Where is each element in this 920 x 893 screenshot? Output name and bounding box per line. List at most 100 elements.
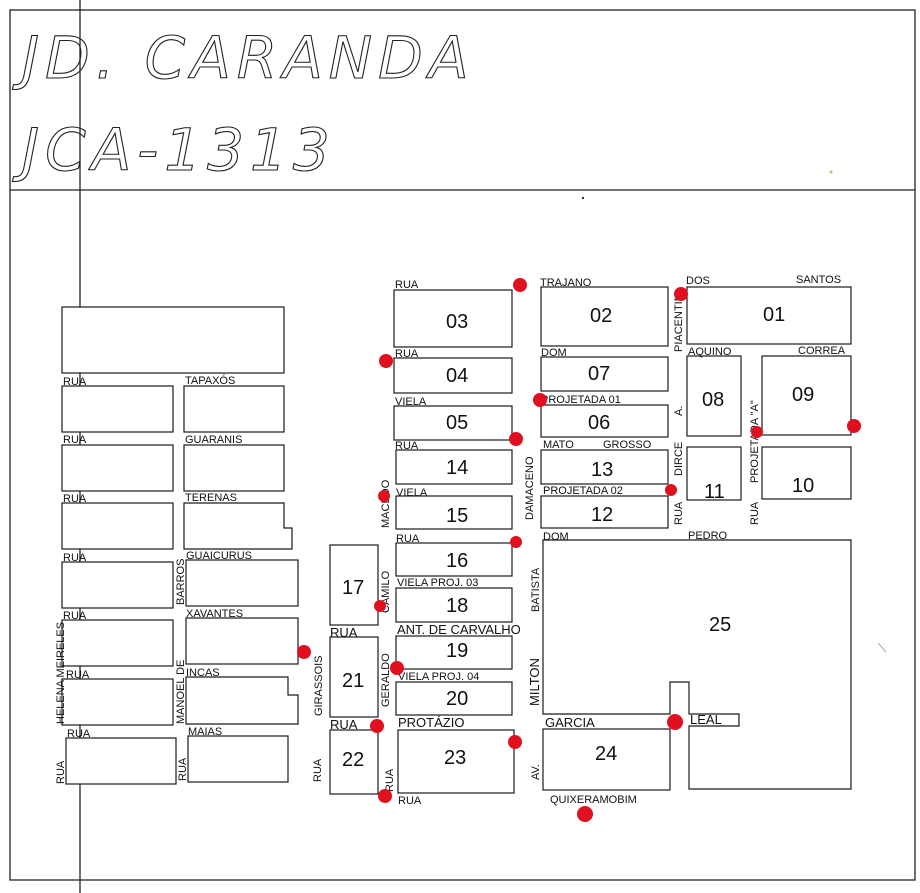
west-block: [61, 619, 174, 667]
street-label: PIACENTINI: [673, 290, 685, 352]
block-16[interactable]: [395, 542, 513, 577]
block-number: 06: [588, 412, 610, 434]
street-labels-east: RUA TRAJANO DOS SANTOS PIACENTINI RUA DO…: [312, 274, 846, 807]
block-22[interactable]: [329, 729, 379, 795]
block-number: 13: [591, 459, 613, 481]
block-24[interactable]: [542, 728, 671, 791]
block-04[interactable]: [393, 357, 513, 394]
block-15[interactable]: [395, 495, 513, 530]
location-marker[interactable]: [374, 600, 386, 612]
block-25[interactable]: [542, 539, 852, 790]
west-block: [61, 561, 174, 609]
street-label: GARCIA: [545, 715, 595, 730]
block-14[interactable]: [395, 449, 513, 485]
block-number: 11: [704, 481, 725, 503]
street-label: RUA: [63, 610, 87, 622]
location-marker[interactable]: [533, 393, 547, 407]
street-label: DIRCE: [673, 442, 685, 476]
block-number: 21: [342, 670, 364, 692]
block-09[interactable]: [761, 355, 852, 436]
block-19[interactable]: [395, 635, 513, 670]
block-12[interactable]: [540, 495, 669, 529]
west-block-top: [61, 306, 285, 374]
west-block: [183, 502, 293, 550]
street-label: GROSSO: [603, 439, 652, 451]
street-label: RUA: [673, 501, 685, 525]
street-label: MANOEL DE: [175, 660, 187, 724]
street-label: RUA: [63, 493, 87, 505]
street-label: MAIAS: [188, 726, 222, 738]
street-label: RUA: [395, 348, 419, 360]
block-18[interactable]: [395, 587, 513, 623]
street-label: RUA: [63, 376, 87, 388]
location-marker[interactable]: [674, 287, 688, 301]
block-07[interactable]: [540, 356, 669, 392]
block-number: 02: [590, 305, 612, 327]
street-label: RUA: [67, 728, 91, 740]
street-label: INCAS: [186, 667, 220, 679]
block-number: 01: [763, 304, 785, 326]
block-02[interactable]: [540, 286, 669, 347]
location-marker[interactable]: [508, 735, 522, 749]
location-marker[interactable]: [751, 426, 763, 438]
location-marker[interactable]: [513, 278, 527, 292]
street-label: PROJETADA 02: [543, 485, 623, 497]
location-marker[interactable]: [510, 536, 522, 548]
west-block: [61, 385, 174, 433]
block-06[interactable]: [540, 404, 669, 438]
scan-speck: [581, 196, 585, 200]
west-block: [187, 735, 289, 783]
street-label: RUA: [330, 717, 358, 732]
street-label: GIRASSOIS: [313, 655, 325, 716]
location-marker[interactable]: [577, 806, 593, 822]
block-numbers: 01 02 03 04 05 06 07 08 09 10 11 12 13 1…: [342, 304, 814, 771]
location-marker[interactable]: [370, 719, 384, 733]
street-label: GERALDO: [380, 653, 392, 707]
street-label: TRAJANO: [540, 277, 592, 289]
numbered-blocks: [329, 286, 852, 795]
street-label: VIELA: [395, 396, 427, 408]
street-label: DOM: [541, 347, 567, 359]
west-block: [65, 737, 177, 785]
street-label: TERENAS: [185, 492, 237, 504]
block-21[interactable]: [329, 636, 379, 718]
location-marker[interactable]: [379, 354, 393, 368]
location-marker[interactable]: [847, 419, 861, 433]
block-03[interactable]: [393, 289, 513, 348]
block-23[interactable]: [397, 729, 515, 794]
block-01[interactable]: [686, 286, 852, 345]
west-block: [185, 559, 299, 607]
street-label: PEDRO: [688, 530, 728, 542]
block-number: 04: [446, 365, 468, 387]
block-number: 14: [446, 457, 468, 479]
block-number: 24: [595, 743, 617, 765]
block-20[interactable]: [395, 681, 513, 716]
west-block: [183, 385, 285, 433]
location-marker[interactable]: [378, 490, 390, 502]
street-label: RUA: [330, 625, 358, 640]
location-marker[interactable]: [509, 432, 523, 446]
location-marker[interactable]: [297, 645, 311, 659]
block-13[interactable]: [540, 449, 669, 485]
street-label: RUA: [55, 760, 67, 784]
location-marker[interactable]: [665, 484, 677, 496]
block-11[interactable]: [686, 446, 742, 501]
location-marker[interactable]: [378, 789, 392, 803]
block-number: 19: [446, 640, 468, 662]
location-marker[interactable]: [667, 714, 683, 730]
street-label: QUIXERAMOBIM: [550, 794, 637, 806]
title-line-1: JD. CARANDA: [12, 24, 475, 92]
street-label: DAMACENO: [524, 456, 536, 520]
block-17[interactable]: [329, 544, 379, 626]
street-label: RUA: [749, 501, 761, 525]
block-08[interactable]: [686, 355, 742, 437]
street-label: GUARANIS: [185, 434, 242, 446]
block-10[interactable]: [761, 446, 852, 500]
block-05[interactable]: [393, 405, 513, 441]
street-label: XAVANTES: [186, 608, 243, 620]
location-marker[interactable]: [390, 661, 404, 675]
street-label: ANT. DE CARVALHO: [397, 622, 521, 637]
street-labels-west: RUA TAPAXÓS RUA GUARANIS RUA TERENAS RUA…: [55, 374, 252, 784]
block-number: 18: [446, 595, 468, 617]
scan-speck: [877, 642, 887, 653]
